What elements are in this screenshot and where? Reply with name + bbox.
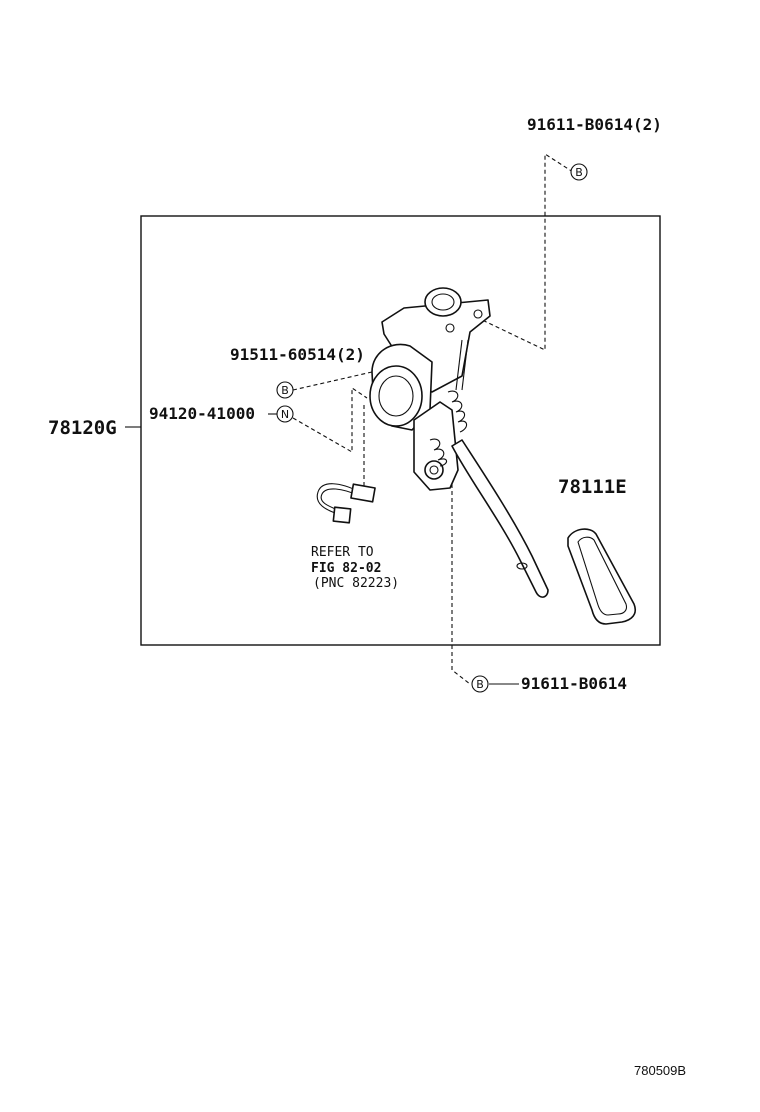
marker-nut-n: N — [276, 405, 294, 423]
svg-text:B: B — [476, 678, 484, 691]
label-refer-2: FIG 82-02 — [311, 561, 381, 576]
label-91511: 91511-60514(2) — [230, 345, 365, 364]
figure-code: 780509B — [634, 1063, 686, 1078]
label-bottom-bolt: 91611-B0614 — [521, 674, 627, 693]
marker-91511-b: B — [276, 381, 294, 399]
leader-nut — [292, 386, 368, 453]
label-nut: 94120-41000 — [149, 404, 255, 423]
pedal-pad — [567, 528, 637, 625]
leader-bottom-bolt — [451, 470, 471, 685]
svg-text:B: B — [575, 166, 583, 179]
label-refer-3: (PNC 82223) — [313, 576, 399, 591]
marker-bottom-b: B — [471, 675, 489, 693]
svg-text:N: N — [281, 408, 289, 421]
label-refer-1: REFER TO — [311, 545, 374, 560]
assembly-frame — [140, 215, 661, 646]
marker-top-b: B — [570, 163, 588, 181]
label-pedal-pad: 78111E — [558, 476, 627, 498]
svg-text:B: B — [281, 384, 289, 397]
label-top-bolt: 91611-B0614(2) — [527, 115, 662, 134]
leader-91511 — [292, 371, 373, 391]
pedal-lever-assembly — [369, 287, 549, 598]
wire-connector — [316, 483, 376, 524]
leader-top-bolt — [477, 152, 574, 351]
label-assembly: 78120G — [48, 417, 117, 439]
